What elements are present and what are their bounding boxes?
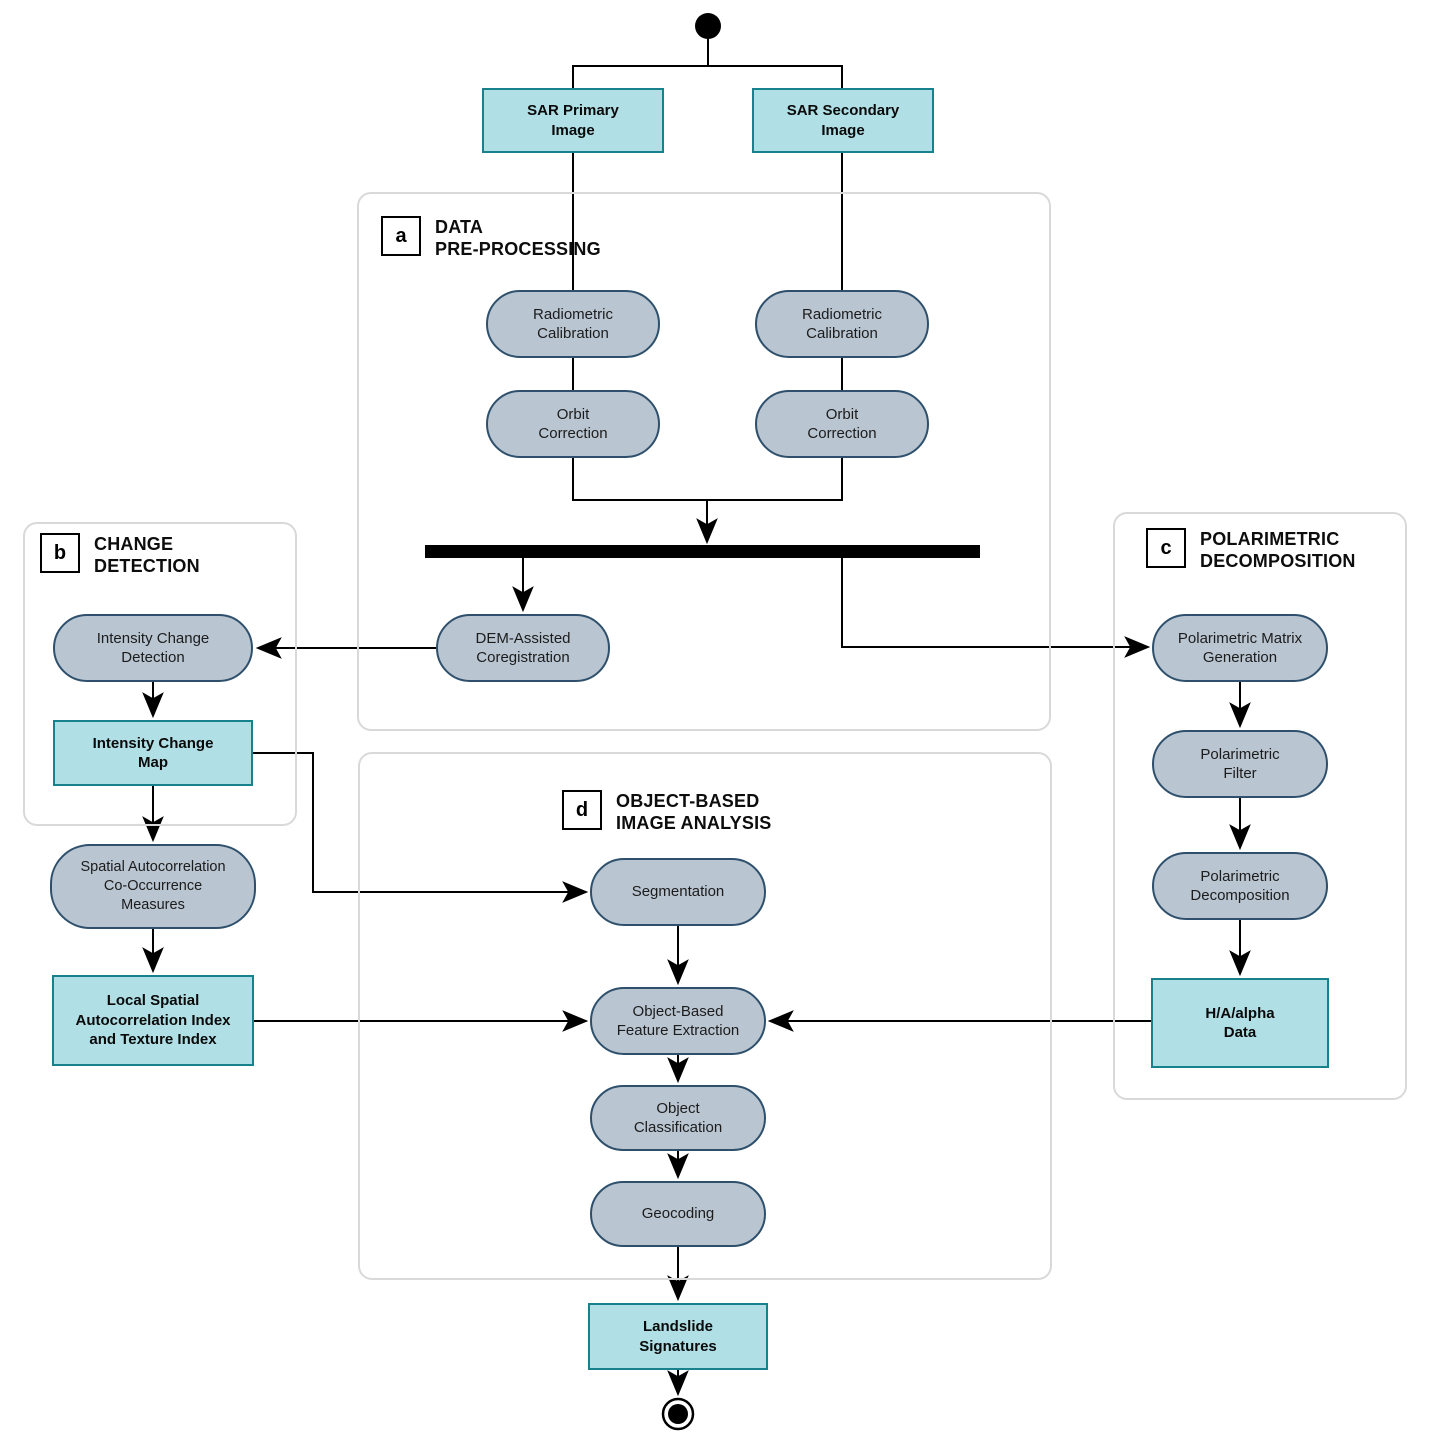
- node-intensity-change-map: Intensity Change Map: [53, 720, 253, 786]
- group-d-title: OBJECT-BASED IMAGE ANALYSIS: [616, 791, 772, 833]
- group-a-title: DATA PRE-PROCESSING: [435, 217, 601, 259]
- node-object-classification: Object Classification: [590, 1085, 766, 1151]
- node-geocoding: Geocoding: [590, 1181, 766, 1247]
- node-polarimetric-matrix-generation: Polarimetric Matrix Generation: [1152, 614, 1328, 682]
- node-sar-primary-image: SAR Primary Image: [482, 88, 664, 153]
- node-object-based-feature-extraction: Object-Based Feature Extraction: [590, 987, 766, 1055]
- node-segmentation: Segmentation: [590, 858, 766, 926]
- node-sar-secondary-image: SAR Secondary Image: [752, 88, 934, 153]
- node-ha-alpha-data: H/A/alpha Data: [1151, 978, 1329, 1068]
- fork-bar: [425, 545, 980, 558]
- edge-start-split: [572, 65, 843, 88]
- end-node: [668, 1404, 688, 1424]
- node-landslide-signatures: Landslide Signatures: [588, 1303, 768, 1370]
- edge-map-segmentation: [253, 752, 589, 903]
- group-b-frame: [23, 522, 297, 826]
- group-d-letter: d: [562, 790, 602, 830]
- node-orbit-correction-primary: Orbit Correction: [486, 390, 660, 458]
- group-b-letter: b: [40, 533, 80, 573]
- group-d-frame: [358, 752, 1052, 1280]
- start-node: [695, 13, 721, 39]
- group-b-title: CHANGE DETECTION: [94, 534, 200, 576]
- node-polarimetric-filter: Polarimetric Filter: [1152, 730, 1328, 798]
- node-dem-assisted-coregistration: DEM-Assisted Coregistration: [436, 614, 610, 682]
- node-polarimetric-decomposition: Polarimetric Decomposition: [1152, 852, 1328, 920]
- edge-forkbar-polmatrix: [841, 558, 1151, 658]
- group-b-label: b CHANGE DETECTION: [40, 533, 200, 578]
- group-a-label: a DATA PRE-PROCESSING: [381, 216, 601, 261]
- node-radiometric-calibration-primary: Radiometric Calibration: [486, 290, 660, 358]
- group-c-frame: [1113, 512, 1407, 1100]
- group-d-label: d OBJECT-BASED IMAGE ANALYSIS: [562, 790, 772, 835]
- node-intensity-change-detection: Intensity Change Detection: [53, 614, 253, 682]
- node-local-spatial-index: Local Spatial Autocorrelation Index and …: [52, 975, 254, 1066]
- group-c-title: POLARIMETRIC DECOMPOSITION: [1200, 529, 1356, 571]
- node-radiometric-calibration-secondary: Radiometric Calibration: [755, 290, 929, 358]
- group-c-letter: c: [1146, 528, 1186, 568]
- group-a-letter: a: [381, 216, 421, 256]
- node-spatial-autocorrelation: Spatial Autocorrelation Co-Occurrence Me…: [50, 844, 256, 929]
- node-orbit-correction-secondary: Orbit Correction: [755, 390, 929, 458]
- group-a-frame: [357, 192, 1051, 731]
- group-c-label: c POLARIMETRIC DECOMPOSITION: [1146, 528, 1356, 573]
